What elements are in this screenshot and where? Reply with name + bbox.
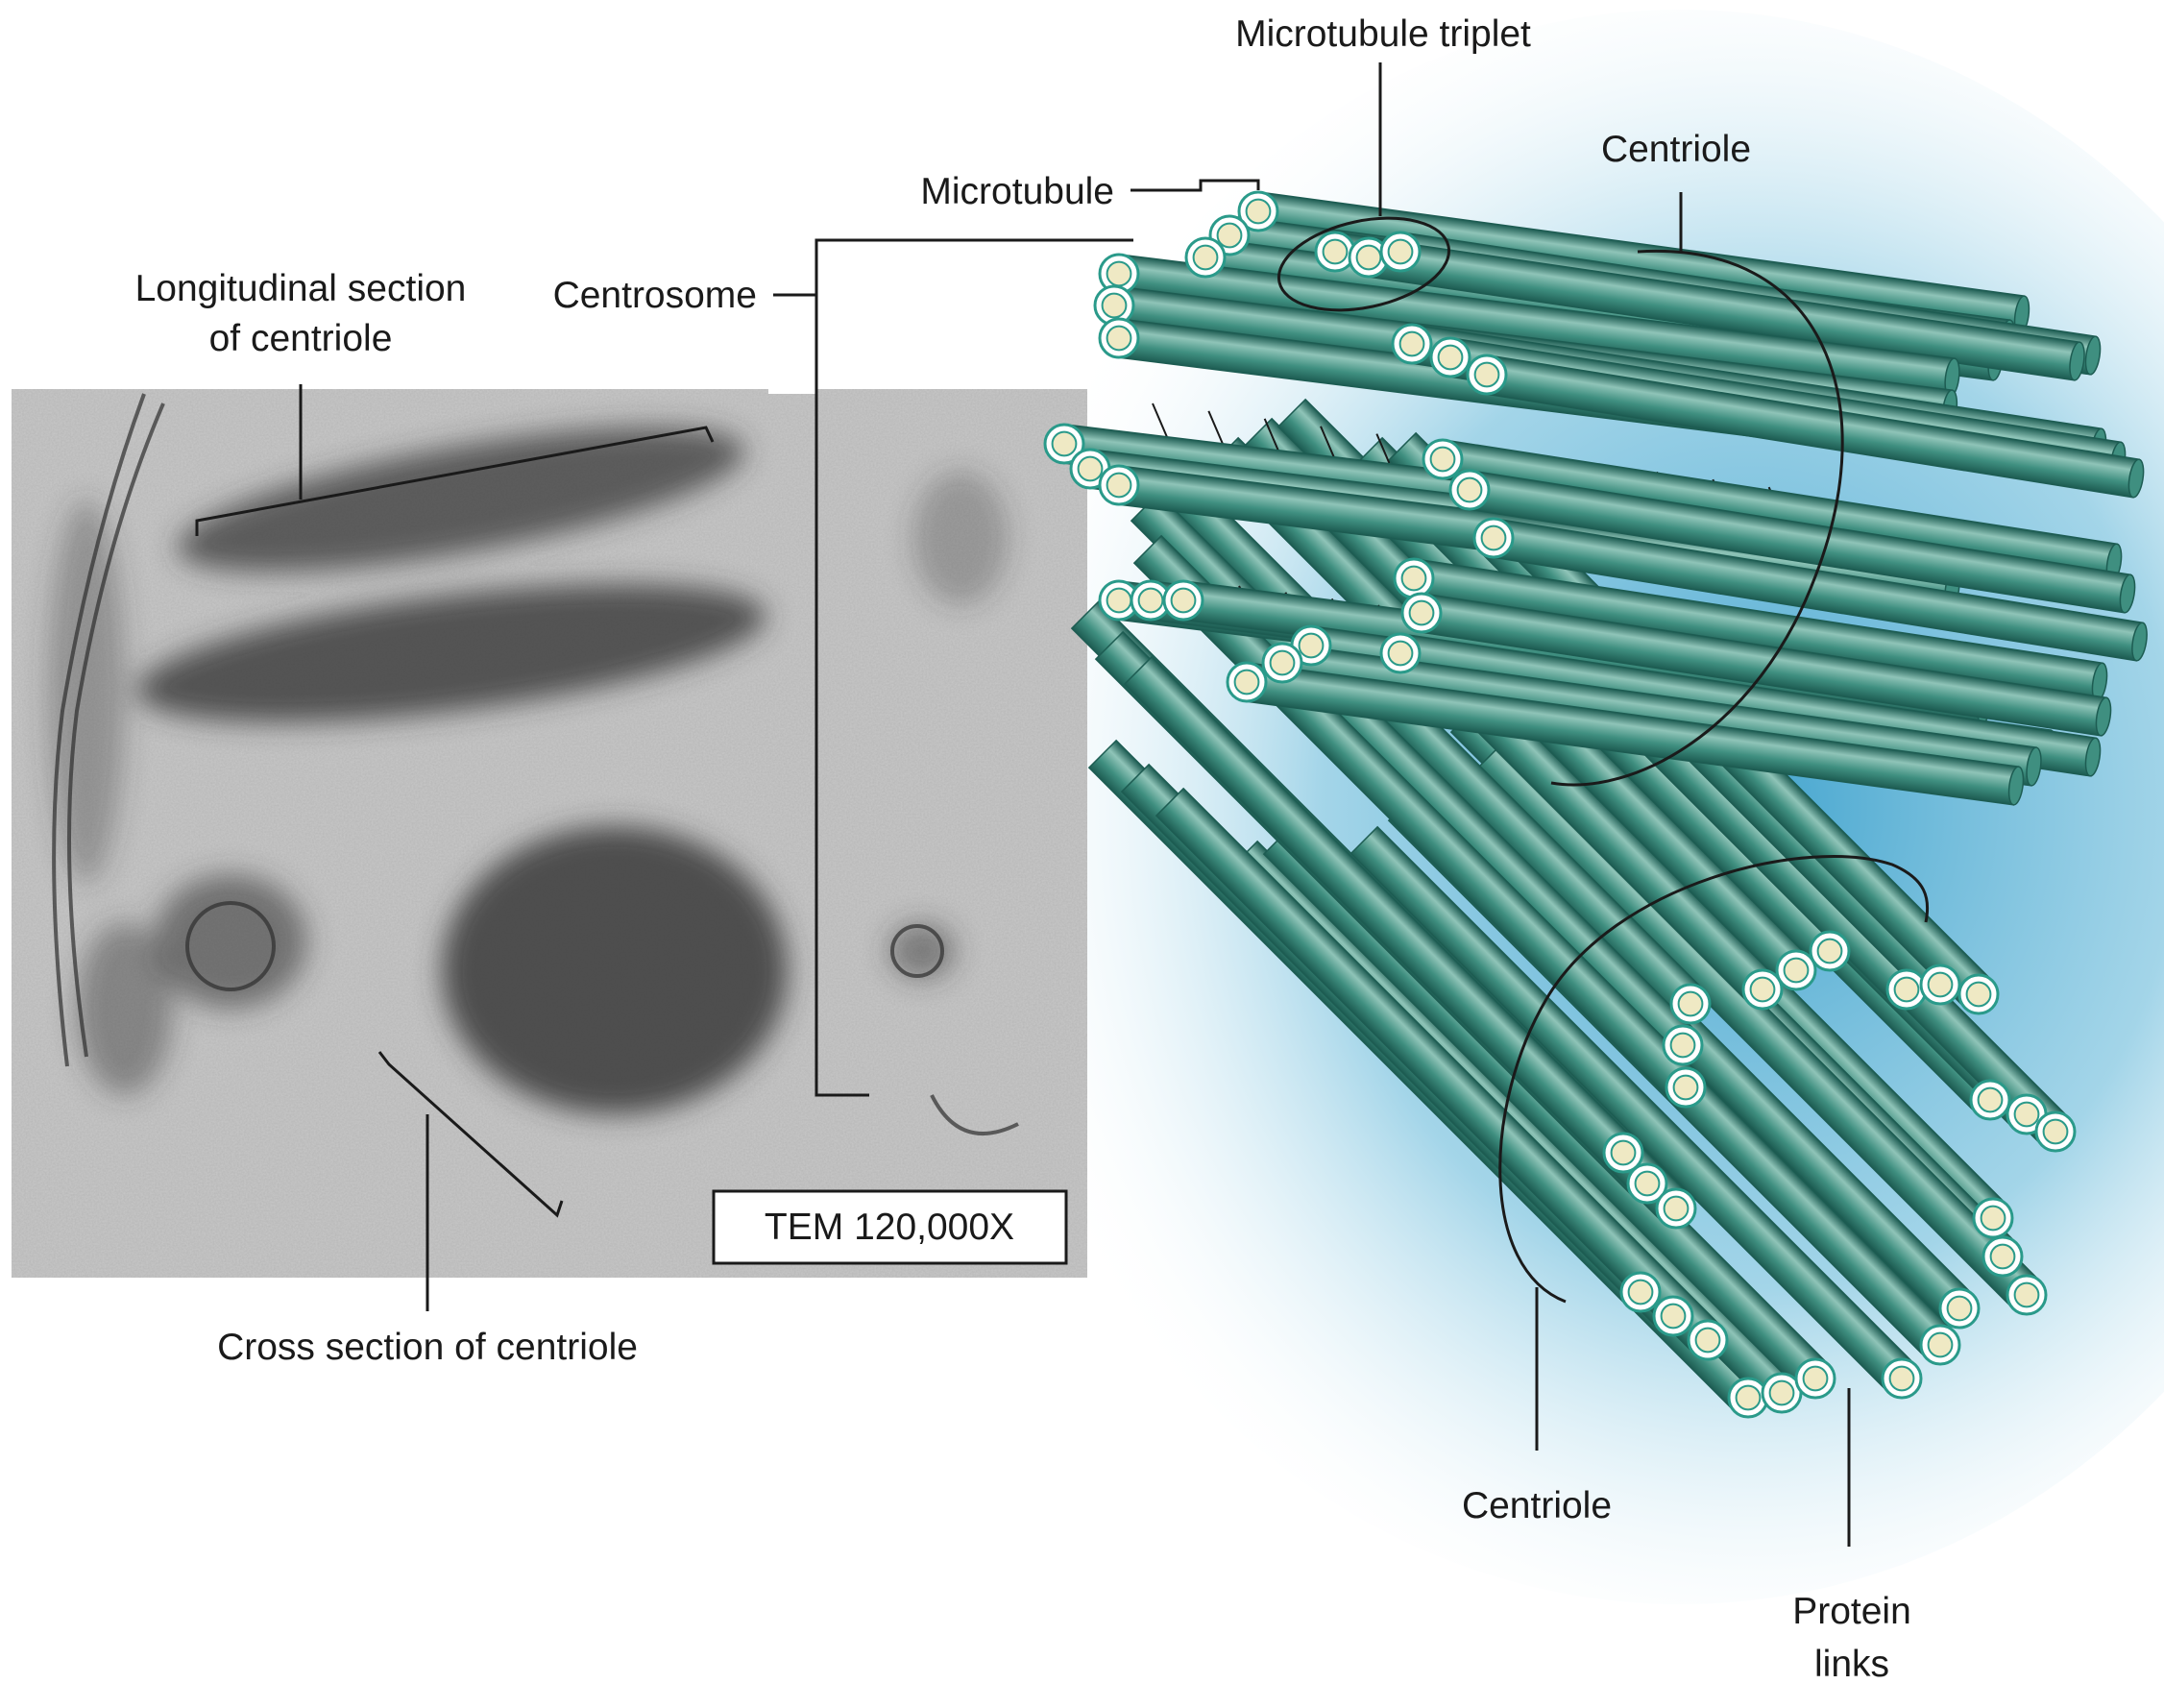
tube-far-end (2119, 573, 2136, 614)
tube-end-lumen (1355, 244, 1382, 271)
tube-end-lumen (1077, 455, 1104, 482)
tube-end-lumen (1387, 238, 1414, 265)
centriole-top-arc (1550, 249, 1844, 787)
tube-far-end (2128, 458, 2145, 499)
label-centriole-top: Centriole (1601, 129, 1751, 170)
tube-end-lumen (1989, 1243, 2016, 1270)
protein-link (1320, 426, 1336, 461)
centriole-top-illustration (1043, 190, 2148, 806)
tube-end-lumen (1802, 1365, 1829, 1392)
tube-end-lumen (1473, 361, 1500, 388)
tube-end-lumen (1106, 325, 1132, 352)
tube-end-lumen (1106, 260, 1132, 287)
tube-end-lumen (1170, 587, 1197, 614)
leader-microtubule (1131, 179, 1260, 192)
tube-end-lumen (1245, 198, 1272, 225)
tube-end-lumen (1322, 238, 1349, 265)
leader-lines (195, 62, 1930, 1547)
label-longitudinal-line2: of centriole (209, 318, 393, 359)
magnification-box (712, 1189, 1068, 1265)
protein-link (1263, 418, 1280, 453)
tube-end-lumen (1927, 971, 1954, 998)
tube-end-lumen (1888, 1365, 1915, 1392)
microtubule-tube (1365, 237, 2085, 381)
tube-end-lumen (2013, 1101, 2040, 1128)
tube-end-lumen (1398, 330, 1425, 357)
tube-end-lumen (1192, 244, 1219, 271)
protein-link (1375, 433, 1393, 469)
tube-far-end (2084, 335, 2102, 376)
tube-end-lumen (1965, 981, 1992, 1008)
centrosome-bracket (815, 238, 1133, 1097)
tube-end-lumen (1694, 1327, 1721, 1354)
tube-end-lumen (1660, 1303, 1687, 1330)
triplet-ellipse (1277, 216, 1451, 312)
tube-end-lumen (1677, 990, 1704, 1017)
tube-end-lumen (2013, 1281, 2040, 1308)
tube-end-lumen (1216, 222, 1243, 249)
tube-end-lumen (1408, 599, 1435, 626)
protein-link (1207, 410, 1225, 446)
label-centrosome: Centrosome (553, 275, 757, 316)
tube-far-end (2095, 696, 2112, 737)
tube-end-lumen (1137, 587, 1164, 614)
tube-end-lumen (1269, 649, 1296, 676)
tube-end-lumen (1106, 472, 1132, 499)
tem-micrograph (12, 389, 1087, 1278)
tube-end-lumen (1749, 976, 1776, 1003)
tube-far-end (2007, 766, 2025, 806)
tube-end-lumen (1627, 1279, 1654, 1305)
tube-end-lumen (1106, 587, 1132, 614)
tube-end-lumen (1437, 344, 1464, 371)
tube-far-end (2084, 737, 2102, 777)
tube-end-lumen (1735, 1384, 1762, 1411)
tube-end-lumen (1980, 1205, 2006, 1232)
tube-end-lumen (1480, 525, 1507, 551)
tube-end-lumen (1768, 1379, 1795, 1406)
tube-end-lumen (1400, 565, 1427, 592)
tube-end-lumen (1663, 1195, 1690, 1222)
tube-end-lumen (1672, 1074, 1699, 1101)
label-protein-links-line1: Protein (1792, 1591, 1911, 1632)
tube-end-lumen (2042, 1118, 2069, 1145)
cross-section-bracket (377, 1051, 564, 1218)
longitudinal-bracket (195, 426, 715, 536)
tube-end-lumen (1429, 446, 1456, 473)
tube-end-lumen (1816, 938, 1843, 964)
tube-far-end (2026, 746, 2042, 787)
tube-end-lumen (1669, 1032, 1696, 1059)
tube-far-end (2069, 341, 2085, 381)
tube-end-lumen (1977, 1086, 2004, 1113)
tube-end-lumen (1927, 1331, 1954, 1358)
label-microtubule-triplet: Microtubule triplet (1235, 13, 1531, 55)
label-protein-links-line2: links (1814, 1644, 1889, 1685)
tube-end-lumen (1233, 669, 1260, 695)
tube-end-lumen (1051, 430, 1078, 457)
tube-end-lumen (1456, 476, 1483, 503)
microtubule-tube (1482, 354, 2145, 499)
protein-link (1152, 403, 1168, 438)
tube-end-lumen (1298, 632, 1325, 659)
tube-far-end (2131, 622, 2148, 662)
tube-end-lumen (1946, 1295, 1973, 1322)
tube-end-lumen (1893, 976, 1920, 1003)
tube-end-lumen (1634, 1170, 1661, 1197)
centriole-bottom-arc (1498, 854, 1930, 1304)
microtubule-tube (1466, 470, 2136, 614)
tube-end-lumen (1101, 292, 1128, 319)
label-microtubule: Microtubule (920, 171, 1114, 212)
label-centriole-bottom: Centriole (1462, 1485, 1612, 1526)
magnification-label: TEM 120,000X (765, 1207, 1014, 1248)
label-cross-section: Cross section of centriole (217, 1327, 638, 1368)
tube-end-lumen (1783, 957, 1810, 984)
tube-end-lumen (1387, 640, 1414, 667)
tube-end-lumen (1610, 1139, 1637, 1166)
label-longitudinal-line1: Longitudinal section (135, 268, 467, 309)
microtubule-tube (1489, 518, 2148, 662)
